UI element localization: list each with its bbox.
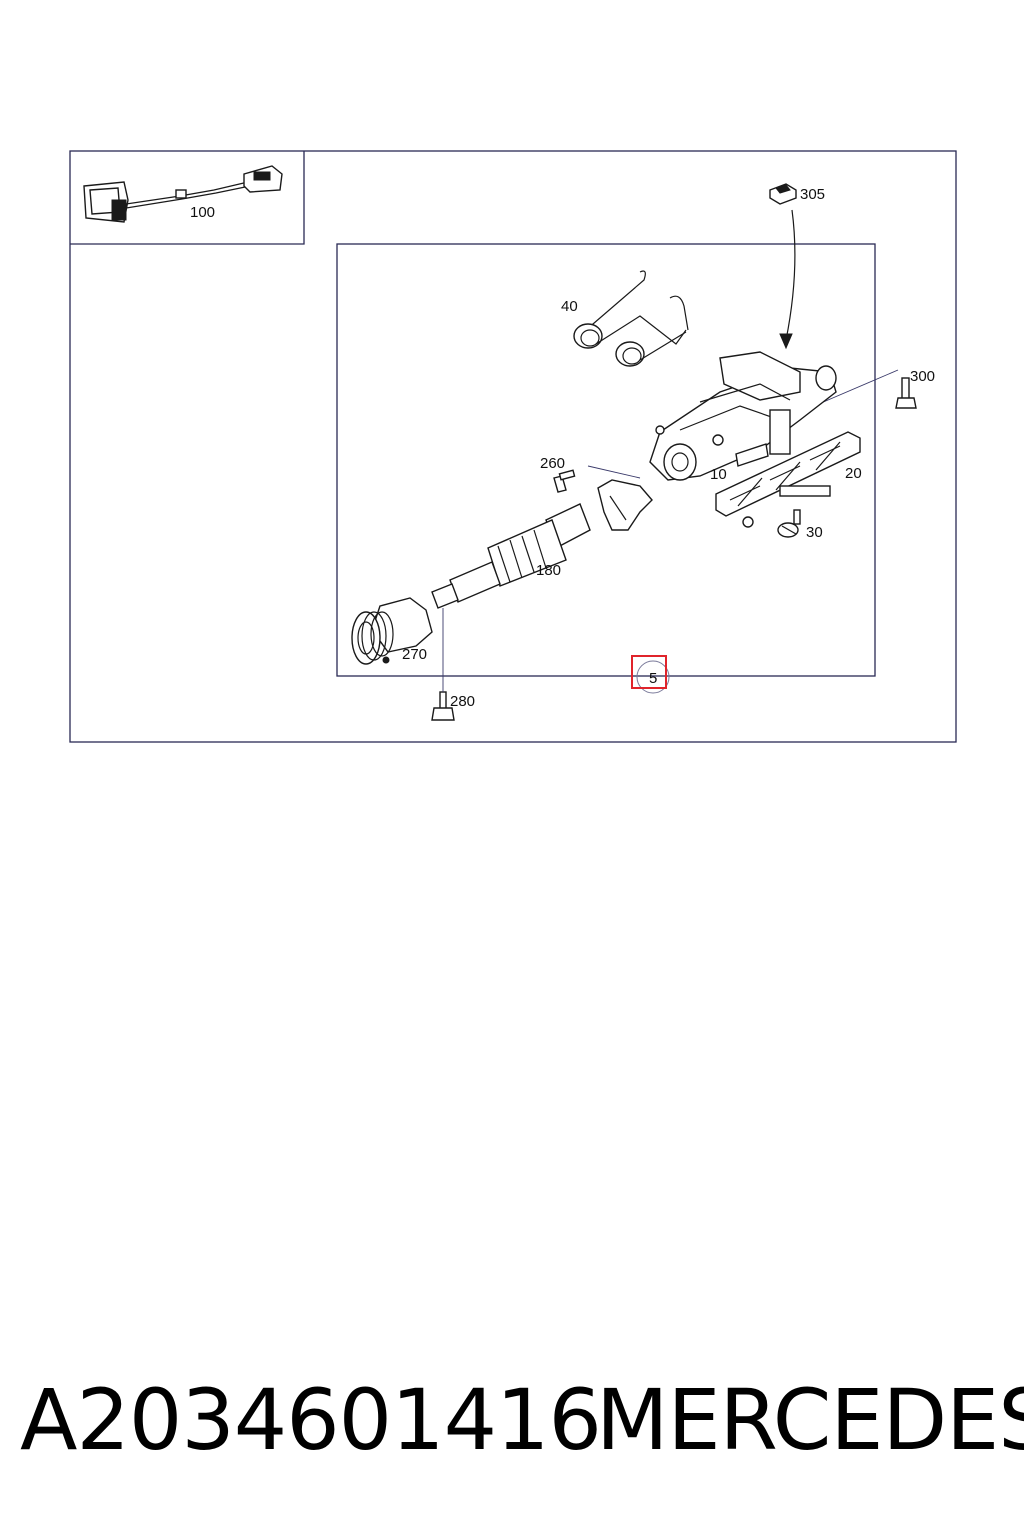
inset-frame	[70, 151, 305, 245]
callout-280: 280	[450, 693, 475, 710]
arrow-305	[785, 209, 796, 341]
callout-10: 10	[710, 466, 727, 483]
callout-40: 40	[561, 298, 578, 315]
callout-20: 20	[845, 465, 862, 482]
part-100-cable-harness[interactable]	[83, 165, 283, 223]
parts-diagram: 100 305 40 300 10	[69, 150, 957, 743]
callout-30: 30	[806, 524, 823, 541]
callout-100: 100	[190, 204, 215, 221]
callout-270: 270	[402, 646, 427, 663]
callout-300: 300	[910, 368, 935, 385]
part-260-bolt[interactable]	[553, 469, 576, 493]
footer: A2034601416 MERCEDES	[0, 1370, 1024, 1470]
callout-180: 180	[536, 562, 561, 579]
part-30-screw[interactable]	[777, 509, 801, 538]
part-10-column-jacket[interactable]	[649, 351, 837, 481]
part-305-clip[interactable]	[769, 183, 797, 205]
arrowhead-305	[779, 333, 793, 350]
part-280-bolt[interactable]	[431, 691, 455, 721]
part-270-boot[interactable]	[351, 597, 433, 665]
leader-260	[587, 465, 641, 479]
outer-frame	[69, 150, 957, 743]
assembly-frame	[336, 243, 876, 677]
callout-260: 260	[540, 455, 565, 472]
part-40-spring[interactable]	[573, 270, 689, 367]
callout-305: 305	[800, 186, 825, 203]
part-20-guide-rail[interactable]	[715, 431, 861, 528]
brand-name: MERCEDES	[596, 1371, 1024, 1469]
part-5-highlight[interactable]	[631, 655, 670, 694]
part-180-intermediate-shaft[interactable]	[431, 479, 653, 609]
callout-5: 5	[649, 670, 657, 687]
part-300-bolt[interactable]	[895, 377, 917, 409]
part-number: A2034601416	[20, 1371, 602, 1469]
